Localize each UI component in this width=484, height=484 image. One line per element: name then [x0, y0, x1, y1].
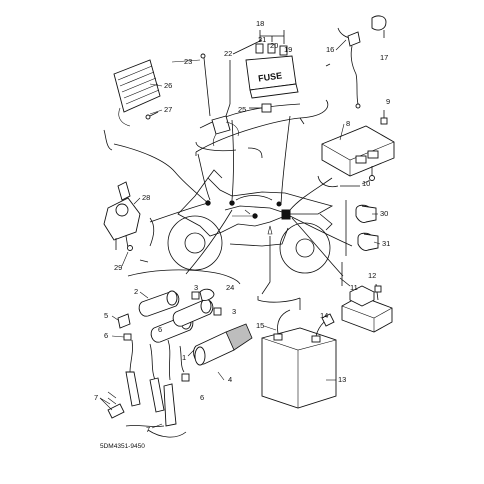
part-number-9: 9 [386, 97, 390, 106]
connector-25 [261, 103, 272, 113]
part-number-10: 10 [362, 179, 370, 188]
fuse-box-label: FUSE [258, 70, 283, 83]
ecu-unit [317, 110, 395, 188]
part-number-17: 17 [380, 53, 388, 62]
part-number-3: 3 [194, 283, 198, 292]
sensor-16-17 [325, 15, 387, 109]
rectifier-regulator [103, 59, 161, 151]
part-number-7: 7 [94, 393, 98, 402]
fuse-19 [279, 45, 288, 56]
part-number-3b: 3 [232, 307, 236, 316]
ignition-coils [107, 269, 253, 438]
part-number-labels: 1 2 3 3 4 5 6 6 6 7 7 8 9 10 11 12 13 14… [94, 19, 390, 434]
motorcycle-outline [167, 169, 334, 274]
part-number-13: 13 [338, 375, 346, 384]
part-number-16: 16 [326, 45, 334, 54]
diagram-code: 5DM4351-9450 [100, 443, 145, 450]
part-number-19: 19 [284, 45, 292, 54]
part-number-29: 29 [114, 263, 122, 272]
part-number-12: 12 [368, 271, 376, 280]
part-number-25: 25 [238, 105, 246, 114]
fuse-21 [255, 43, 264, 54]
part-number-30: 30 [380, 209, 388, 218]
part-number-1: 1 [182, 353, 186, 362]
ignition-switch [103, 181, 155, 263]
label-ticks [99, 39, 381, 429]
part-number-11: 11 [350, 283, 358, 292]
part-number-15: 15 [256, 321, 264, 330]
fuse-box: FUSE [245, 55, 299, 99]
part-number-21: 21 [258, 35, 266, 44]
part-number-22: 22 [224, 49, 232, 58]
part-number-4: 4 [228, 375, 232, 384]
fuse-20 [267, 43, 276, 54]
part-number-7b: 7 [146, 425, 150, 434]
part-number-31: 31 [382, 239, 390, 248]
part-number-5: 5 [104, 311, 108, 320]
part-number-6b: 6 [158, 325, 162, 334]
part-number-2: 2 [134, 287, 138, 296]
part-number-6: 6 [104, 331, 108, 340]
fuse-box-group: FUSE [195, 30, 329, 159]
part-number-18: 18 [256, 19, 264, 28]
part-number-20: 20 [270, 41, 278, 50]
relay-unit [339, 262, 393, 333]
brackets-30-31 [345, 200, 379, 256]
battery [257, 296, 337, 409]
part-number-23: 23 [184, 57, 192, 66]
part-number-27: 27 [164, 105, 172, 114]
part-number-8: 8 [346, 119, 350, 128]
part-number-14: 14 [320, 311, 328, 320]
part-number-28: 28 [142, 193, 150, 202]
part-number-24: 24 [226, 283, 234, 292]
part-number-26: 26 [164, 81, 172, 90]
part-number-6c: 6 [200, 393, 204, 402]
